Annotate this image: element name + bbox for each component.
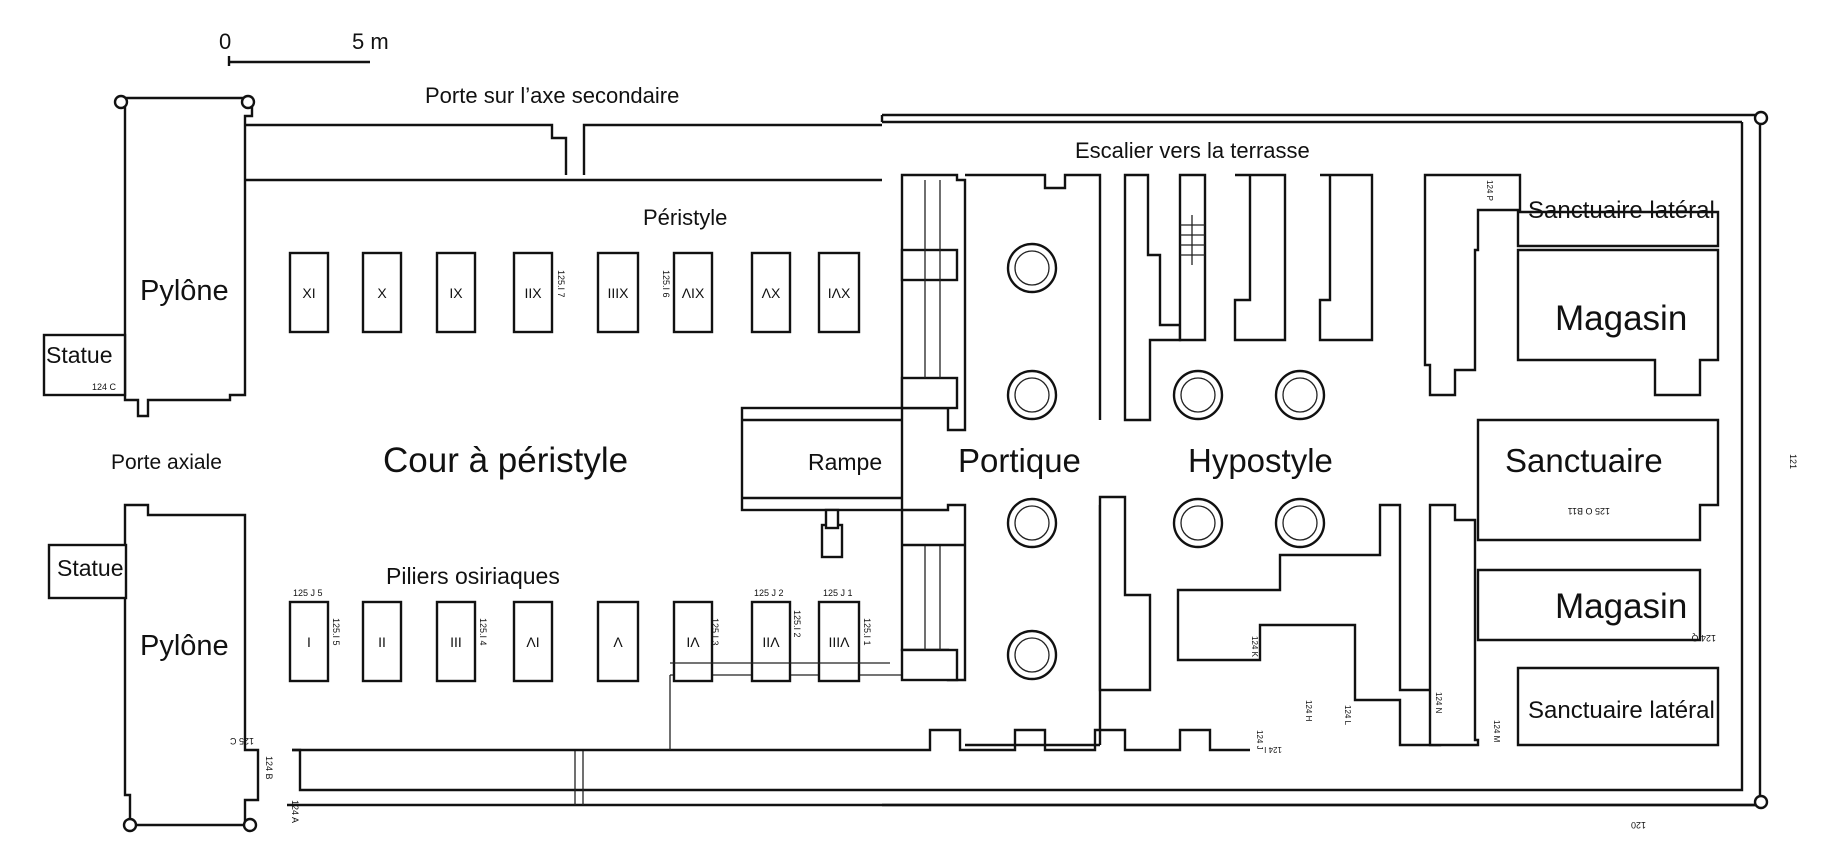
pillar-bottom-1: I bbox=[307, 634, 311, 650]
ref-125c: 125 C bbox=[229, 736, 254, 746]
hypostyle-walls: 124 K 124 H 124 L 124 J 124 I bbox=[1098, 173, 1442, 754]
pillar-bottom-6: IΛ bbox=[686, 634, 700, 650]
ref-12513: 125.I 3 bbox=[710, 618, 720, 646]
outer-enclosure bbox=[287, 110, 1769, 810]
pillar-bottom-4: ΛI bbox=[526, 634, 539, 650]
ref-124b: 124 B bbox=[264, 756, 274, 780]
statue-south-label: Statue bbox=[57, 555, 124, 581]
label-piliers: Piliers osiriaques bbox=[386, 563, 560, 589]
pillar-top-6: ΛIX bbox=[682, 285, 705, 301]
label-porte-secondaire: Porte sur l’axe secondaire bbox=[425, 83, 679, 108]
pillar-top-7: ΛX bbox=[762, 285, 781, 301]
pillar-top-4: IIX bbox=[524, 285, 542, 301]
pylon-north: Pylône bbox=[113, 94, 256, 418]
pillar-bottom-8: IIIΛ bbox=[828, 634, 850, 650]
pillar-top-2: X bbox=[377, 285, 387, 301]
court-south-wall bbox=[292, 674, 1250, 752]
ref-12511: 125.I 1 bbox=[862, 618, 872, 646]
ref-124h: 124 H bbox=[1304, 700, 1313, 722]
label-sanctuaire-lateral-bottom: Sanctuaire latéral bbox=[1528, 697, 1715, 724]
portique-walls bbox=[965, 173, 1102, 747]
pillar-bottom-2: II bbox=[378, 634, 386, 650]
ref-124c: 124 C bbox=[92, 382, 117, 392]
label-portique: Portique bbox=[958, 442, 1081, 479]
pillar-top-3: IX bbox=[449, 285, 463, 301]
ref-12515: 125.I 5 bbox=[331, 618, 341, 646]
statue-north-label: Statue bbox=[46, 342, 113, 368]
ref-12512: 125.I 2 bbox=[792, 610, 802, 638]
scale-zero: 0 bbox=[219, 29, 231, 54]
label-hypostyle: Hypostyle bbox=[1188, 442, 1333, 479]
pillars-south: I II III ΛI Λ IΛ IIΛ IIIΛ 125 J 5 125.I … bbox=[288, 588, 890, 683]
pylon-north-label: Pylône bbox=[140, 275, 229, 307]
court-north-wall bbox=[245, 123, 882, 182]
ref-125j5: 125 J 5 bbox=[293, 588, 323, 598]
ref-124p: 124 P bbox=[1485, 180, 1494, 201]
pylon-south-label: Pylône bbox=[140, 630, 229, 662]
ref-124m: 124 M bbox=[1492, 720, 1501, 743]
label-cour: Cour à péristyle bbox=[383, 441, 628, 480]
pillar-top-8: IΛX bbox=[828, 285, 851, 301]
pillar-bottom-5: Λ bbox=[613, 634, 623, 650]
ref-125j1: 125 J 1 bbox=[823, 588, 853, 598]
ref-124i: 124 I bbox=[1264, 745, 1282, 754]
pillar-top-1: XI bbox=[302, 285, 315, 301]
sanctuary-walls: 124 P 125 O B11 124 Q 124 N 124 M bbox=[1423, 173, 1720, 747]
label-porte-axiale: Porte axiale bbox=[111, 451, 222, 474]
label-sanctuaire-lateral-top: Sanctuaire latéral bbox=[1528, 197, 1715, 224]
pillars-north: XI X IX IIX IIIX ΛIX ΛX IΛX 125.I 7 125.… bbox=[288, 251, 861, 334]
ramp: Rampe bbox=[740, 406, 904, 559]
statue-south: Statue bbox=[47, 543, 128, 600]
ref-124l: 124 L bbox=[1343, 705, 1352, 726]
ref-12514: 125.I 4 bbox=[478, 618, 488, 646]
ramp-label: Rampe bbox=[808, 449, 882, 475]
scale-five: 5 m bbox=[352, 29, 389, 54]
pylon-south: Pylône bbox=[122, 503, 260, 833]
inner-temple-west-wall bbox=[900, 173, 967, 682]
pillar-bottom-7: IIΛ bbox=[762, 634, 780, 650]
label-escalier: Escalier vers la terrasse bbox=[1075, 138, 1310, 163]
ref-124n: 124 N bbox=[1434, 692, 1443, 714]
ref-120: 120 bbox=[1631, 820, 1646, 830]
label-magasin-top: Magasin bbox=[1555, 299, 1687, 338]
ref-1256: 125.I 6 bbox=[661, 270, 671, 298]
ref-121: 121 bbox=[1788, 454, 1798, 469]
statue-north: Statue 124 C bbox=[42, 333, 127, 397]
label-sanctuaire: Sanctuaire bbox=[1505, 442, 1663, 479]
label-peristyle: Péristyle bbox=[643, 205, 727, 230]
label-magasin-bottom: Magasin bbox=[1555, 587, 1687, 626]
ref-124k: 124 K bbox=[1250, 636, 1259, 658]
ref-1257: 125.I 7 bbox=[556, 270, 566, 298]
pillar-bottom-3: III bbox=[450, 634, 462, 650]
ref-124a: 124 A bbox=[290, 800, 300, 823]
ref-124j: 124 J bbox=[1255, 730, 1264, 750]
ref-125ob11: 125 O B11 bbox=[1568, 506, 1610, 516]
scale-bar: 0 5 m bbox=[219, 29, 389, 66]
ref-125j2: 125 J 2 bbox=[754, 588, 784, 598]
pillar-top-5: IIIX bbox=[607, 285, 629, 301]
ref-124q: 124 Q bbox=[1691, 633, 1716, 643]
